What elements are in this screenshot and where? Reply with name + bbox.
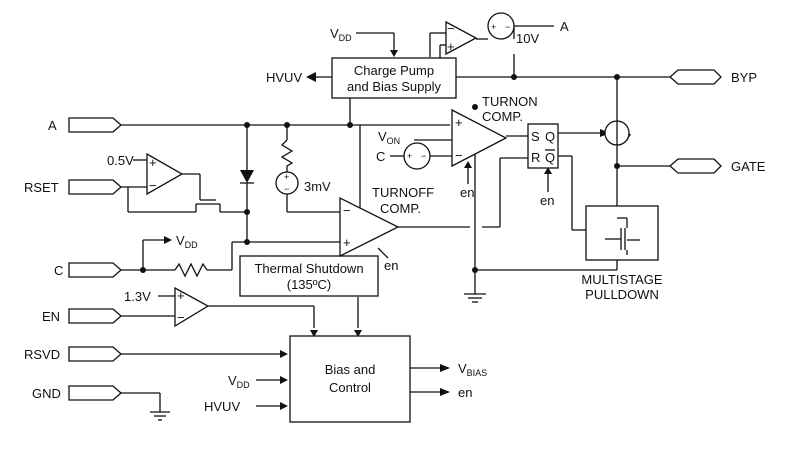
label-05v: 0.5V: [107, 153, 134, 168]
svg-text:A: A: [48, 118, 57, 133]
svg-text:−: −: [421, 151, 426, 161]
svg-text:+: +: [407, 151, 412, 161]
label-von: VON: [378, 129, 400, 146]
svg-text:1.3V: 1.3V: [124, 289, 151, 304]
pin-en: EN: [42, 308, 122, 324]
svg-text:S: S: [531, 129, 540, 144]
svg-text:MULTISTAGE: MULTISTAGE: [581, 272, 662, 287]
label-hvuv-top: HVUV: [266, 70, 302, 85]
svg-text:+: +: [491, 22, 496, 32]
current-source: [604, 120, 630, 146]
label-en-latch: en: [540, 193, 554, 208]
vref-comparator: − +: [445, 20, 478, 56]
svg-text:R: R: [531, 150, 540, 165]
svg-text:Thermal Shutdown: Thermal Shutdown: [254, 261, 363, 276]
svg-text:Q: Q: [545, 129, 555, 144]
svg-text:and Bias Supply: and Bias Supply: [347, 79, 441, 94]
svg-text:+: +: [177, 288, 185, 303]
svg-text:BYP: BYP: [731, 70, 757, 85]
label-en-bias: en: [458, 385, 472, 400]
rset-comparator: + −: [146, 152, 184, 196]
svg-text:−: −: [284, 184, 289, 194]
label-vdd-top: VDD: [330, 26, 352, 43]
svg-text:COMP.: COMP.: [380, 201, 421, 216]
svg-text:GATE: GATE: [731, 159, 766, 174]
svg-text:EN: EN: [42, 309, 60, 324]
source-3mv: + − 3mV: [275, 171, 331, 195]
svg-text:−: −: [177, 310, 185, 325]
svg-text:VDD: VDD: [228, 373, 250, 390]
label-vbias: VBIAS: [458, 361, 487, 378]
svg-text:HVUV: HVUV: [204, 399, 240, 414]
label-vdd-c: VDD: [176, 233, 198, 250]
svg-text:en: en: [458, 385, 472, 400]
svg-text:−: −: [505, 22, 510, 32]
svg-text:VON: VON: [378, 129, 400, 146]
svg-text:+: +: [284, 172, 289, 182]
bias-control-block: Bias and Control: [289, 335, 411, 423]
charge-pump-block: Charge Pump and Bias Supply: [331, 57, 457, 99]
svg-text:Bias and: Bias and: [325, 362, 376, 377]
sr-latch: S R Q Q: [527, 123, 559, 169]
svg-text:Control: Control: [329, 380, 371, 395]
svg-text:+: +: [343, 235, 351, 250]
svg-text:−: −: [447, 21, 455, 36]
diode: [240, 170, 254, 183]
multistage-pulldown-block: MULTISTAGE PULLDOWN: [581, 205, 663, 302]
svg-text:+: +: [447, 39, 455, 54]
output-a-top: A: [560, 19, 569, 34]
svg-text:+: +: [455, 115, 463, 130]
svg-text:en: en: [540, 193, 554, 208]
pin-a-left: A: [48, 117, 122, 133]
label-13v: 1.3V: [124, 289, 151, 304]
pin-gate: GATE: [669, 158, 766, 174]
svg-text:0.5V: 0.5V: [107, 153, 134, 168]
svg-text:TURNON: TURNON: [482, 94, 538, 109]
svg-text:−: −: [343, 203, 351, 218]
label-vdd-bias: VDD: [228, 373, 250, 390]
svg-text:PULLDOWN: PULLDOWN: [585, 287, 659, 302]
svg-text:TURNOFF: TURNOFF: [372, 185, 434, 200]
svg-text:VBIAS: VBIAS: [458, 361, 487, 378]
svg-text:COMP.: COMP.: [482, 109, 523, 124]
svg-text:(135ºC): (135ºC): [287, 277, 331, 292]
en-comparator: + −: [174, 286, 210, 328]
label-c-turnon: C: [376, 149, 385, 164]
svg-text:C: C: [376, 149, 385, 164]
label-en-turnoff: en: [384, 258, 398, 273]
thermal-shutdown-block: Thermal Shutdown (135ºC): [239, 255, 379, 297]
pin-c: C: [54, 262, 122, 278]
svg-text:+: +: [149, 155, 157, 170]
pin-rsvd: RSVD: [24, 346, 122, 362]
pin-byp: BYP: [669, 69, 757, 85]
svg-text:en: en: [384, 258, 398, 273]
svg-text:VDD: VDD: [330, 26, 352, 43]
svg-text:10V: 10V: [516, 31, 539, 46]
svg-text:−: −: [149, 178, 157, 193]
svg-text:−: −: [455, 148, 463, 163]
label-en-turnon: en: [460, 185, 474, 200]
svg-text:GND: GND: [32, 386, 61, 401]
source-10v: + − 10V: [487, 12, 539, 46]
pin-rset: RSET: [24, 179, 122, 195]
svg-text:C: C: [54, 263, 63, 278]
svg-text:A: A: [560, 19, 569, 34]
turnoff-comparator: − + TURNOFF COMP.: [339, 185, 434, 258]
svg-text:Q: Q: [545, 150, 555, 165]
svg-text:VDD: VDD: [176, 233, 198, 250]
svg-text:3mV: 3mV: [304, 179, 331, 194]
source-von: + −: [403, 142, 431, 170]
pin-gnd: GND: [32, 385, 122, 401]
svg-text:en: en: [460, 185, 474, 200]
svg-text:HVUV: HVUV: [266, 70, 302, 85]
label-hvuv-bias: HVUV: [204, 399, 240, 414]
svg-text:RSET: RSET: [24, 180, 59, 195]
svg-text:RSVD: RSVD: [24, 347, 60, 362]
junctions: [140, 74, 620, 273]
turnon-comparator: + − TURNON COMP.: [451, 94, 538, 168]
svg-text:Charge Pump: Charge Pump: [354, 63, 434, 78]
